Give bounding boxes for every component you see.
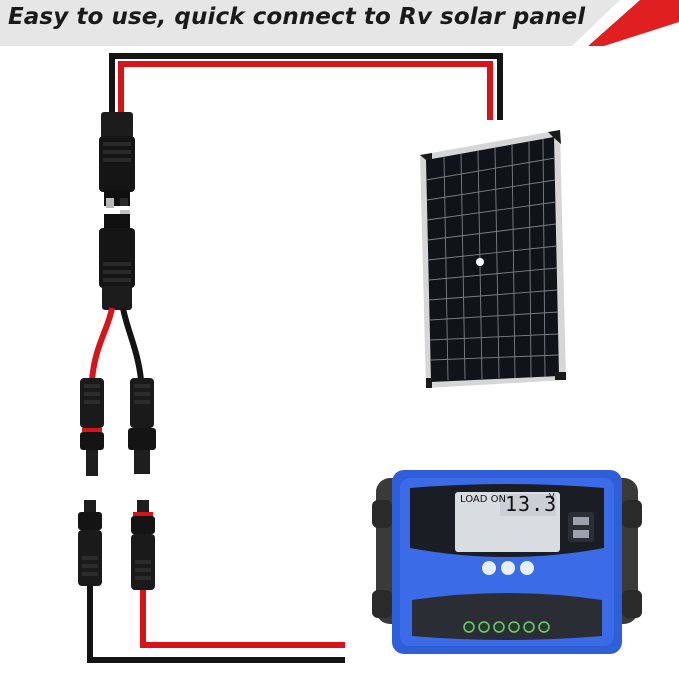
mc4-connector-upper-left bbox=[80, 378, 104, 476]
banner: Easy to use, quick connect to Rv solar p… bbox=[0, 0, 679, 48]
mc4-connector-lower-left bbox=[78, 500, 102, 586]
sae-connector-bottom bbox=[99, 210, 135, 310]
controller-status-text: LOAD ON bbox=[460, 494, 506, 505]
controller-wires bbox=[87, 586, 345, 663]
controller-voltage-unit: V bbox=[549, 492, 555, 501]
solar-panel bbox=[420, 130, 566, 388]
y-split-wires bbox=[89, 307, 144, 381]
mc4-connector-lower-right bbox=[131, 500, 155, 590]
mc4-connector-upper-right bbox=[128, 378, 156, 474]
banner-background bbox=[0, 0, 679, 46]
sae-connector-top bbox=[99, 112, 135, 208]
solar-panel-wires bbox=[109, 53, 503, 120]
charge-controller bbox=[372, 470, 642, 654]
banner-title: Easy to use, quick connect to Rv solar p… bbox=[8, 4, 586, 30]
controller-voltage-readout: 13.3 bbox=[505, 492, 558, 516]
